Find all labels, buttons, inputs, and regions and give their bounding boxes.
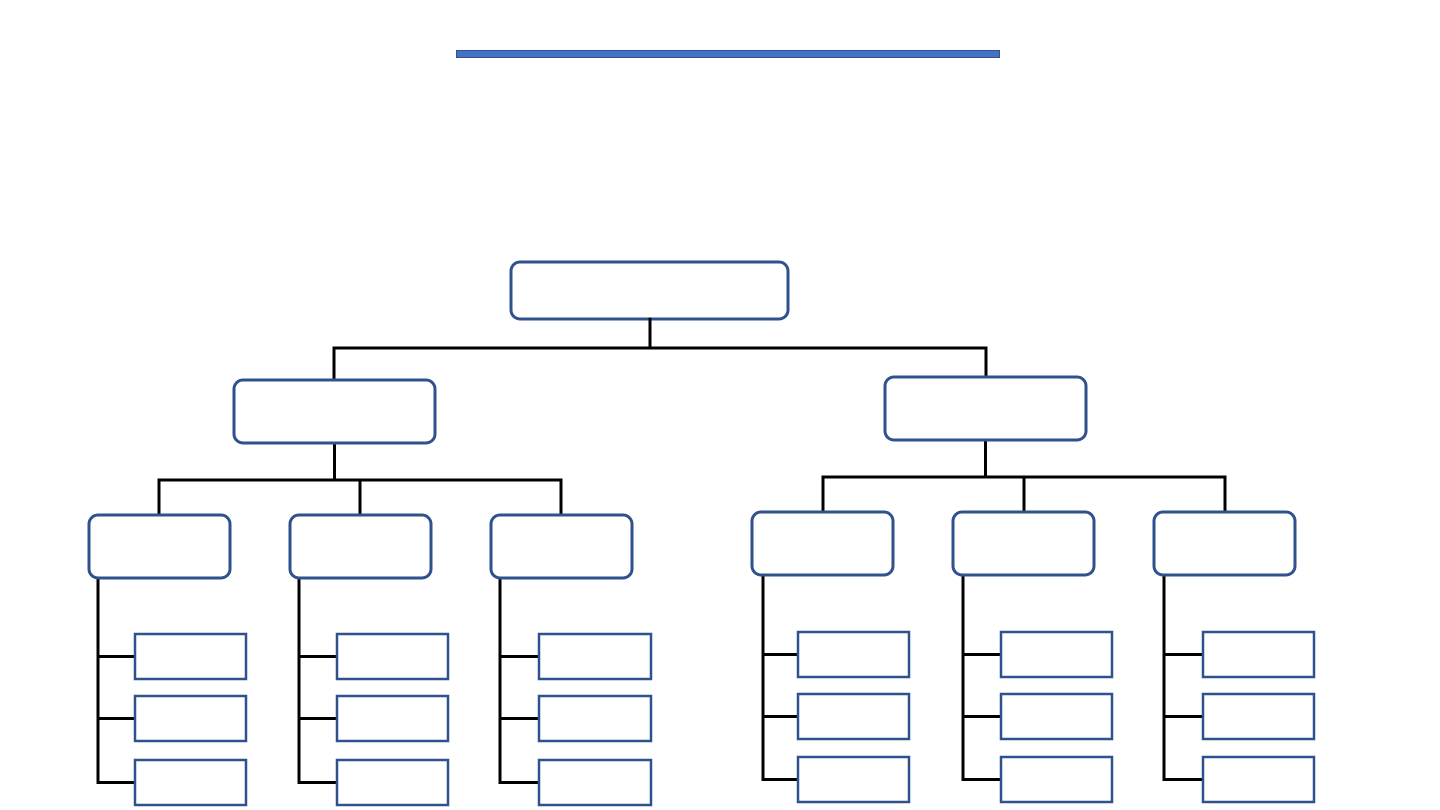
team-2-2-connector — [961, 573, 1003, 781]
member-box-2-3-3 — [1201, 755, 1316, 804]
manager-node-1 — [232, 378, 437, 445]
root-connector — [332, 317, 988, 382]
member-box-2-2-2 — [999, 692, 1114, 741]
team-2-3-connector — [1162, 573, 1205, 781]
group-2-connector — [821, 438, 1227, 514]
group-1-connector — [157, 441, 563, 517]
team-1-1-connector — [96, 576, 137, 784]
member-box-2-2-3 — [999, 755, 1114, 804]
member-box-2-2-1 — [999, 630, 1114, 679]
member-box-1-3-1 — [537, 632, 653, 681]
member-box-1-1-2 — [133, 694, 248, 743]
team-1-3-connector — [498, 576, 541, 784]
member-box-2-3-1 — [1201, 630, 1316, 679]
team-node-1-1 — [87, 513, 232, 580]
root-node — [509, 260, 790, 321]
member-box-2-3-2 — [1201, 692, 1316, 741]
member-box-1-2-3 — [335, 758, 450, 807]
member-box-1-2-1 — [335, 632, 450, 681]
member-box-2-1-3 — [796, 755, 911, 804]
team-node-2-2 — [951, 510, 1096, 577]
member-box-2-1-1 — [796, 630, 911, 679]
team-node-1-2 — [288, 513, 433, 580]
team-1-2-connector — [297, 576, 339, 784]
member-box-1-3-2 — [537, 694, 653, 743]
member-box-1-1-3 — [133, 758, 248, 807]
team-2-1-connector — [761, 573, 800, 781]
member-box-2-1-2 — [796, 692, 911, 741]
member-box-1-2-2 — [335, 694, 450, 743]
team-node-2-3 — [1152, 510, 1297, 577]
title-placeholder-bar — [456, 50, 1000, 58]
manager-node-2 — [883, 375, 1088, 442]
member-box-1-1-1 — [133, 632, 248, 681]
member-box-1-3-3 — [537, 758, 653, 807]
team-node-1-3 — [489, 513, 634, 580]
team-node-2-1 — [750, 510, 895, 577]
